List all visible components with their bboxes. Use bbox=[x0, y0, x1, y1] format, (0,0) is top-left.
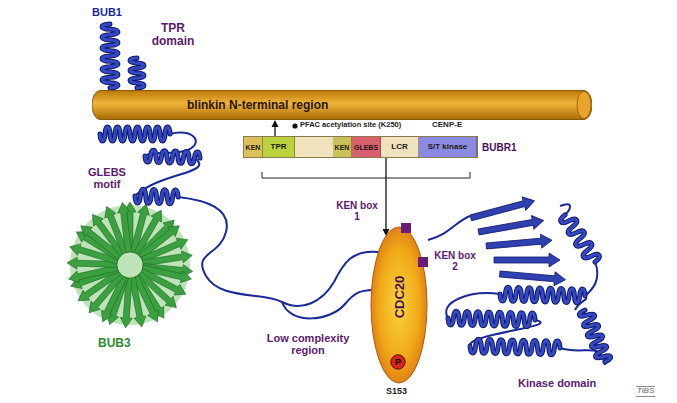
protein-name: BUB1 bbox=[92, 6, 122, 18]
helix-outline bbox=[100, 127, 170, 141]
helix bbox=[448, 311, 535, 327]
bracket bbox=[262, 172, 470, 178]
connector-line bbox=[274, 126, 275, 136]
node-text: GLEBS bbox=[354, 144, 378, 151]
helix-outline bbox=[448, 311, 535, 327]
helices bbox=[100, 24, 611, 362]
helix-outline bbox=[145, 150, 200, 163]
helix bbox=[145, 150, 200, 163]
band-cap bbox=[577, 92, 591, 119]
helix-outline bbox=[561, 215, 600, 262]
connector bbox=[272, 120, 279, 136]
node-text: BUBR1 bbox=[482, 142, 516, 153]
helix-outline bbox=[470, 339, 560, 355]
domain-segment: LCR bbox=[381, 137, 419, 157]
ken-box-marker bbox=[418, 257, 428, 267]
helix bbox=[470, 339, 560, 355]
residue-label: S153 bbox=[386, 387, 407, 397]
domain-label: Kinase domain bbox=[518, 377, 596, 389]
node-text: TPR bbox=[271, 143, 287, 151]
low-complexity-loop bbox=[282, 290, 371, 318]
oval-body bbox=[371, 227, 427, 383]
helix bbox=[579, 310, 610, 362]
bracket-tick bbox=[470, 172, 471, 178]
connector-line bbox=[385, 158, 386, 230]
loop bbox=[428, 216, 470, 240]
node-text: blinkin N-terminal region bbox=[187, 98, 328, 112]
partner-label: CENP-E bbox=[432, 121, 462, 130]
journal-mark: TiBS bbox=[636, 386, 655, 397]
low-complexity-loop bbox=[178, 197, 378, 306]
circle-body bbox=[391, 355, 405, 369]
acetylation-dot bbox=[292, 123, 297, 128]
helix bbox=[100, 127, 170, 141]
helix bbox=[500, 287, 585, 303]
helix-outline bbox=[135, 189, 178, 204]
helix-outline bbox=[500, 287, 585, 303]
band-body bbox=[92, 91, 592, 120]
helix-outline bbox=[102, 24, 118, 88]
motif-label: KEN box 1 bbox=[336, 200, 378, 222]
connector bbox=[383, 158, 390, 236]
domain-segment: KEN bbox=[333, 137, 352, 157]
node-text: KEN bbox=[246, 144, 261, 151]
domain-bar: BUBR1KENTPRKENGLEBSLCRS/T kinase bbox=[243, 136, 478, 158]
helix-outline bbox=[130, 58, 144, 88]
arrowhead bbox=[272, 120, 279, 127]
domain-segment: KEN bbox=[244, 137, 263, 157]
kinase-strand bbox=[494, 253, 560, 267]
kinase-strand bbox=[499, 267, 566, 287]
ken-box-marker bbox=[401, 223, 411, 233]
node-text: P bbox=[395, 358, 401, 367]
kinase-strand bbox=[469, 194, 536, 225]
motif-label: GLEBS motif bbox=[82, 166, 132, 190]
motif-label: KEN box 2 bbox=[434, 250, 476, 272]
loops bbox=[135, 133, 605, 365]
phospho-site: P bbox=[390, 354, 406, 370]
node-text: KEN bbox=[335, 144, 350, 151]
node-text: S/T kinase bbox=[428, 143, 468, 151]
propeller-strand bbox=[117, 202, 135, 253]
domain-segment: TPR bbox=[263, 137, 295, 157]
kinase-strand bbox=[486, 233, 553, 253]
helix bbox=[130, 58, 144, 88]
beta-strands bbox=[67, 194, 566, 328]
binding-partner-band: blinkin N-terminal region bbox=[92, 90, 592, 120]
band-shape bbox=[92, 90, 592, 120]
domain-segment: S/T kinase bbox=[419, 137, 477, 157]
protein-name: BUB3 bbox=[98, 337, 131, 350]
bracket-tick bbox=[262, 172, 263, 178]
helix bbox=[561, 215, 600, 262]
helix-outline bbox=[579, 310, 610, 362]
node-text: LCR bbox=[391, 143, 407, 151]
region-label: Low complexity region bbox=[256, 332, 360, 356]
helix bbox=[102, 24, 118, 88]
node-text: CDC20 bbox=[392, 276, 407, 319]
domain-label: TPR domain bbox=[148, 22, 198, 48]
protein-oval: CDC20P bbox=[370, 226, 428, 384]
site-label: PFAC acetylation site (K250) bbox=[300, 121, 401, 129]
domain-segment: GLEBS bbox=[352, 137, 381, 157]
helix bbox=[135, 189, 178, 204]
bracket-line bbox=[262, 178, 470, 179]
kinase-strand bbox=[477, 214, 544, 239]
